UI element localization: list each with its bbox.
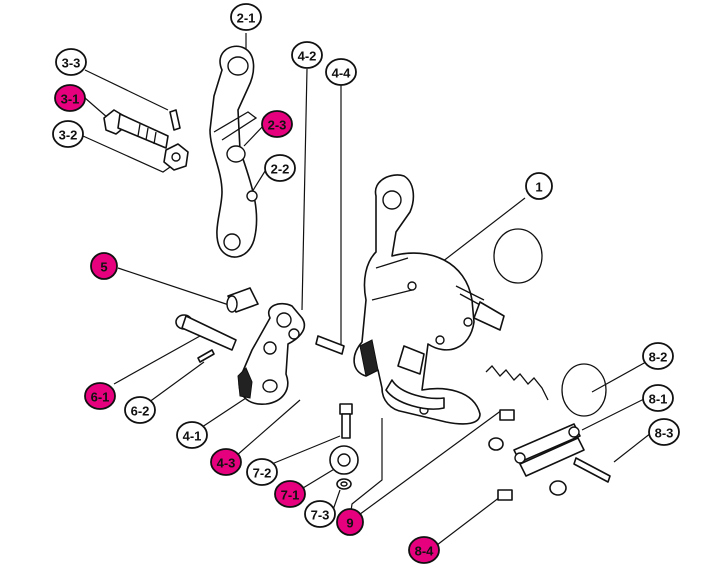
callout-2-2: 2-2 [264,154,296,182]
callout-label: 9 [346,516,353,531]
cotter-pin-part [573,457,611,483]
callout-bubble [304,500,336,528]
callout-bubble [291,41,323,69]
hex-nut-part [163,143,189,171]
callout-bubble [230,3,262,31]
link-plate-part [209,45,258,258]
callout-label: 8-1 [649,392,668,407]
callout-8-3: 8-3 [648,418,680,446]
callout-bubble [176,421,208,449]
callout-label: 8-4 [415,544,435,559]
side-link-part [513,423,585,477]
bolt-part [103,109,169,149]
spring-part [485,365,549,401]
callout-bubble [124,396,156,424]
callout-label: 6-2 [131,404,150,419]
ring-part-upper [493,228,543,284]
callout-label: 4-1 [183,429,202,444]
callout-bubble [84,382,116,410]
callout-bubble [90,252,118,280]
callout-4-1: 4-1 [176,421,208,449]
callout-bubble [210,448,242,476]
callout-bubble [264,154,296,182]
callout-6-1: 6-1 [84,382,116,410]
callout-label: 3-1 [61,92,80,107]
callout-2-3: 2-3 [261,110,293,138]
callout-layer: 2-1 3-3 3-1 3-2 2-3 2-2 4-2 4-4 1 5 6-1 6-2 4-1 4-3 7-… [52,3,680,564]
callout-label: 6-1 [91,390,110,405]
callout-3-3: 3-3 [55,48,87,76]
callout-1: 1 [525,172,553,200]
callout-bubble [642,384,674,412]
bearing-bolt-part [339,403,353,439]
callout-label: 3-2 [59,128,78,143]
callout-4-4: 4-4 [325,58,357,86]
callout-bubble [274,480,306,508]
ring-part-lower [561,363,607,417]
callout-5: 5 [90,252,118,280]
callout-bubble [336,508,364,536]
callout-9: 9 [336,508,364,536]
short-pin-part [315,335,345,355]
callout-3-1: 3-1 [54,84,86,112]
callout-6-2: 6-2 [124,396,156,424]
callout-bubble [52,120,84,148]
callout-bubble [246,458,278,486]
callout-label: 4-4 [332,66,352,81]
callout-label: 7-2 [253,466,272,481]
callout-7-3: 7-3 [304,500,336,528]
cam-part [237,302,306,405]
callout-7-2: 7-2 [246,458,278,486]
callout-bubble [642,342,674,370]
callout-bubble [55,48,87,76]
spacer-part [226,287,259,313]
callout-7-1: 7-1 [274,480,306,508]
callout-label: 8-2 [649,350,668,365]
main-body-part [353,174,505,425]
callout-bubble [648,418,680,446]
callout-bubble [54,84,86,112]
callout-label: 4-2 [298,49,317,64]
callout-label: 8-3 [655,426,674,441]
callout-label: 5 [100,260,107,275]
callout-bubble [408,536,440,564]
callout-label: 7-1 [281,488,300,503]
callout-3-2: 3-2 [52,120,84,148]
bearing-part [329,445,359,475]
callout-label: 7-3 [311,508,330,523]
callout-8-4: 8-4 [408,536,440,564]
callout-label: 3-3 [62,56,81,71]
callout-label: 2-3 [268,118,287,133]
small-bolt-part [497,409,515,501]
callout-4-3: 4-3 [210,448,242,476]
callout-2-1: 2-1 [230,3,262,31]
callout-label: 1 [535,180,542,195]
leader-lines [82,33,652,546]
split-pin-part [169,109,181,131]
callout-label: 2-1 [237,11,256,26]
callout-bubble [525,172,553,200]
callout-label: 4-3 [217,456,236,471]
callout-label: 2-2 [271,162,290,177]
long-pin-part [175,314,237,351]
callout-8-1: 8-1 [642,384,674,412]
callout-bubble [261,110,293,138]
small-nut-part [488,437,567,496]
callout-4-2: 4-2 [291,41,323,69]
spring-pin-part [197,349,215,363]
washer-part [336,478,352,490]
callout-8-2: 8-2 [642,342,674,370]
callout-bubble [325,58,357,86]
